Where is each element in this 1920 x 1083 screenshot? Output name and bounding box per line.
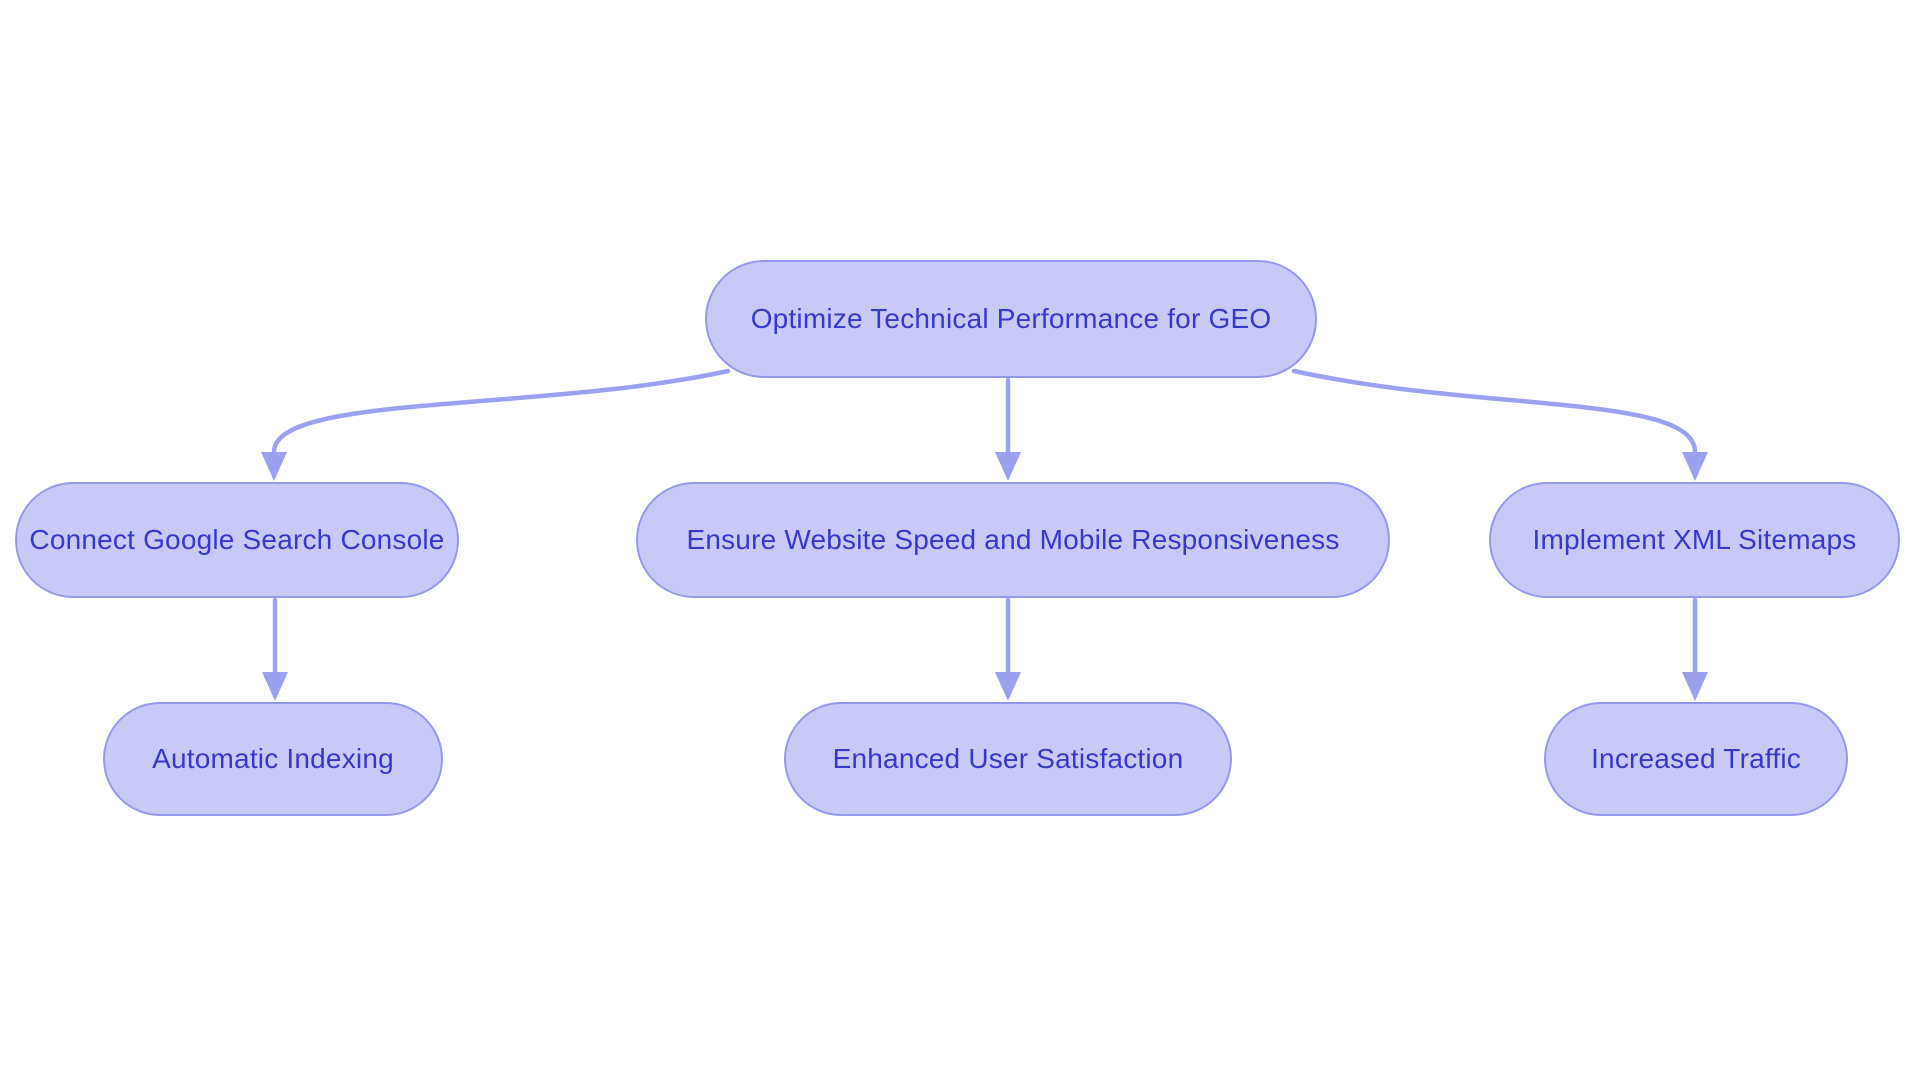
arrowhead-icon xyxy=(261,452,287,481)
node-website-speed-mobile-responsiveness: Ensure Website Speed and Mobile Responsi… xyxy=(636,482,1390,598)
edge-root-speed xyxy=(995,377,1021,481)
node-label: Enhanced User Satisfaction xyxy=(832,743,1184,775)
node-enhanced-user-satisfaction: Enhanced User Satisfaction xyxy=(784,702,1232,816)
node-label: Implement XML Sitemaps xyxy=(1532,524,1857,556)
node-label: Ensure Website Speed and Mobile Responsi… xyxy=(686,524,1340,556)
node-label: Connect Google Search Console xyxy=(29,524,445,556)
node-automatic-indexing: Automatic Indexing xyxy=(103,702,443,816)
node-increased-traffic: Increased Traffic xyxy=(1544,702,1848,816)
arrowhead-icon xyxy=(262,672,288,701)
node-optimize-technical-performance: Optimize Technical Performance for GEO xyxy=(705,260,1317,378)
arrowhead-icon xyxy=(995,672,1021,701)
node-connect-google-search-console: Connect Google Search Console xyxy=(15,482,459,598)
node-implement-xml-sitemaps: Implement XML Sitemaps xyxy=(1489,482,1900,598)
edge-root-gsc xyxy=(261,368,731,481)
arrowhead-icon xyxy=(995,452,1021,481)
edge-speed-satisfaction xyxy=(995,597,1021,701)
edge-xml-traffic xyxy=(1682,597,1708,701)
node-label: Optimize Technical Performance for GEO xyxy=(750,303,1272,335)
edge-root-xml xyxy=(1291,368,1708,481)
arrowhead-icon xyxy=(1682,452,1708,481)
arrowhead-icon xyxy=(1682,672,1708,701)
node-label: Increased Traffic xyxy=(1591,743,1801,775)
node-label: Automatic Indexing xyxy=(152,743,394,775)
edge-gsc-indexing xyxy=(262,597,288,701)
